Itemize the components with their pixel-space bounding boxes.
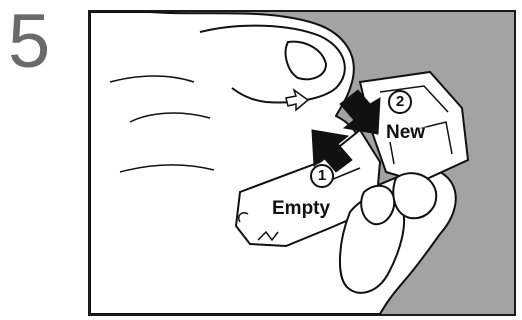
illustration-frame: 2 New 1 Empty — [88, 10, 516, 316]
step-number: 5 — [8, 4, 50, 80]
callout-label-empty: Empty — [272, 198, 330, 220]
illustration-svg — [90, 12, 514, 314]
callout-label-new: New — [386, 122, 425, 144]
callout-number-empty: 1 — [310, 164, 334, 188]
callout-number-new: 2 — [388, 90, 412, 114]
